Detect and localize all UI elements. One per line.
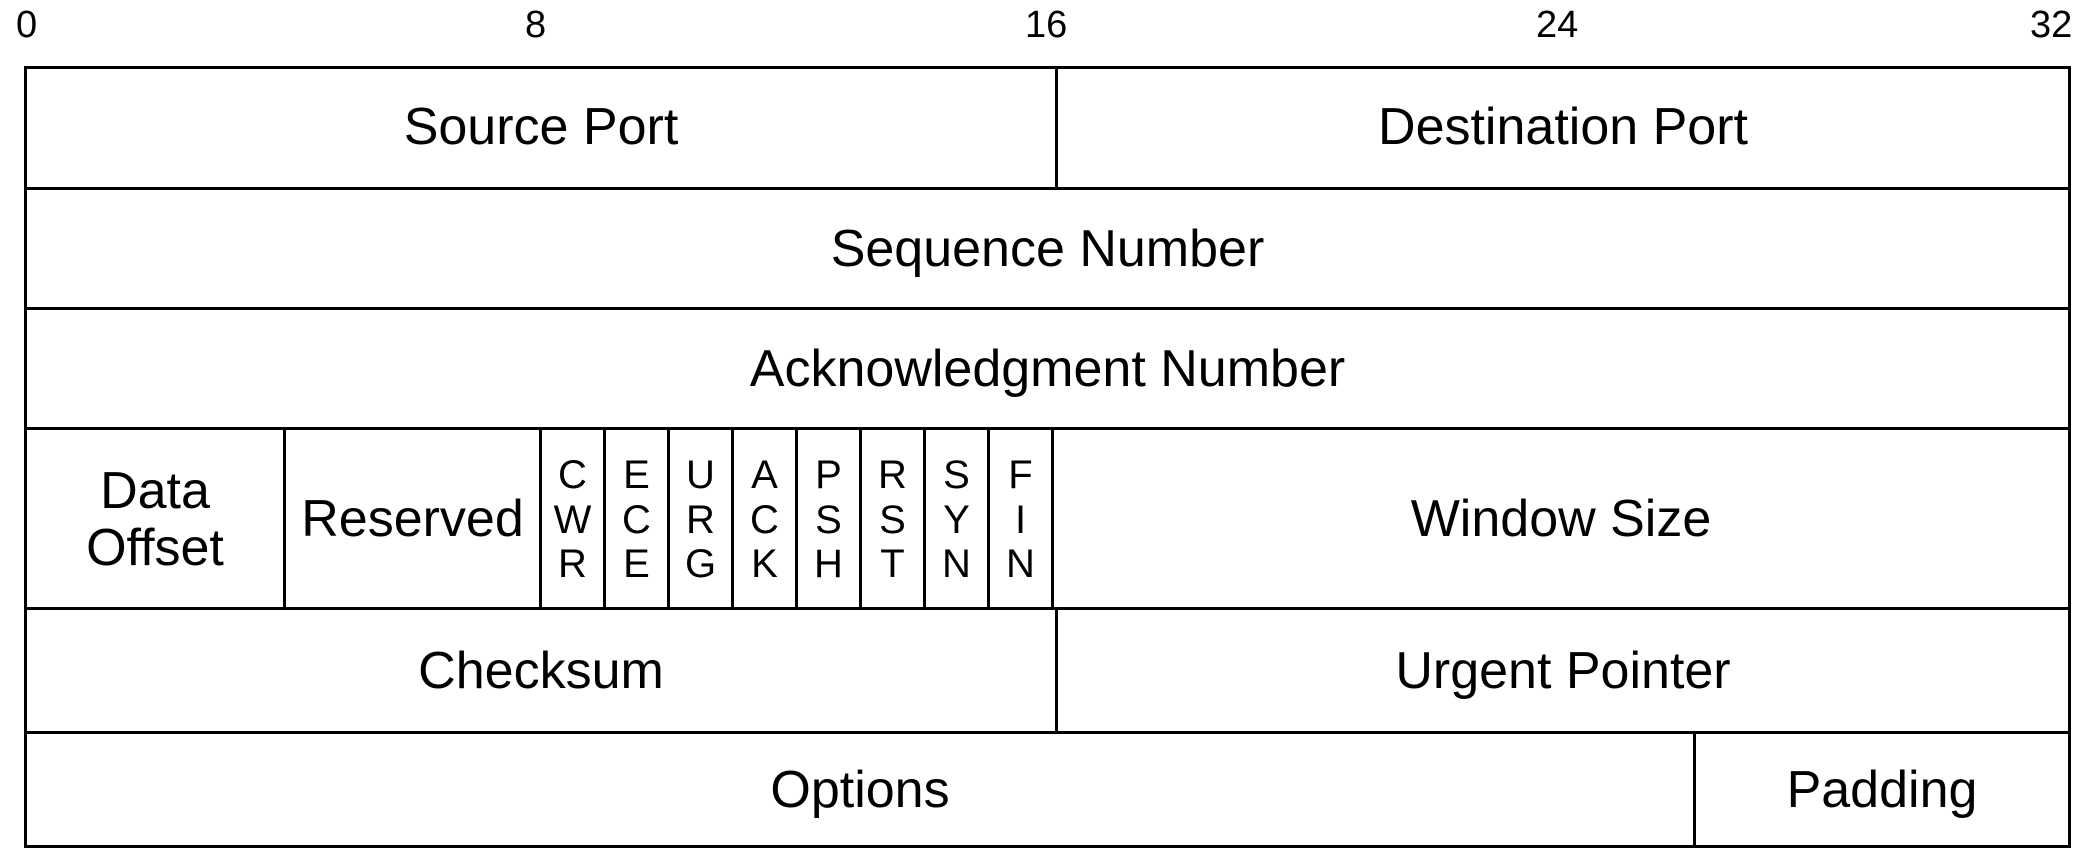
flag-cwr: C W R [539,430,603,610]
flag-fin: F I N [987,430,1051,610]
data-offset-field: Data Offset [27,430,283,610]
source-port-field: Source Port [403,98,679,157]
bit-label-0: 0 [16,4,38,46]
flag-letter: C [622,497,651,542]
flag-letter: A [751,452,778,497]
flag-letter: R [878,452,907,497]
sequence-number-field: Sequence Number [830,220,1265,279]
flag-letter: N [942,542,971,587]
row-sequence: Sequence Number [27,187,2068,310]
bit-label-32: 32 [2030,4,2073,46]
flag-letter: U [686,452,715,497]
bit-label-16: 16 [1025,4,1068,46]
flag-letter: N [1006,542,1035,587]
flag-letter: K [751,542,778,587]
flag-letter: S [815,497,842,542]
tcp-header-diagram: Source Port Destination Port Sequence Nu… [24,66,2071,848]
flag-letter: R [558,542,587,587]
options-field: Options [770,761,950,820]
flag-syn: S Y N [923,430,987,610]
flag-letter: C [558,452,587,497]
flag-letter: F [1008,452,1033,497]
flag-letter: C [750,497,779,542]
flag-letter: T [880,542,905,587]
row-ports: Source Port Destination Port [27,69,2068,187]
bit-label-8: 8 [525,4,547,46]
padding-field: Padding [1693,734,2068,848]
data-offset-line-2: Offset [86,519,224,577]
flag-letter: S [879,497,906,542]
data-offset-line-1: Data [100,461,210,520]
row-offset-flags-window: Data Offset Reserved C W R E C E U R G A… [27,427,2068,610]
flag-psh: P S H [795,430,859,610]
flag-letter: P [815,452,842,497]
flag-letter: H [814,542,843,587]
reserved-field: Reserved [283,430,539,610]
flag-letter: W [553,497,592,542]
row-acknowledgment: Acknowledgment Number [27,307,2068,430]
flag-letter: E [623,542,650,587]
flag-letter: R [686,497,715,542]
destination-port-field: Destination Port [1055,69,2068,187]
row-checksum-urgent: Checksum Urgent Pointer [27,607,2068,734]
flag-ack: A C K [731,430,795,610]
flag-letter: Y [943,497,970,542]
bit-label-24: 24 [1536,4,1579,46]
flag-letter: G [684,542,717,587]
row-options-padding: Options Padding [27,731,2068,848]
flag-letter: E [623,452,650,497]
flag-letter: I [1014,497,1027,542]
acknowledgment-number-field: Acknowledgment Number [749,340,1346,399]
flag-letter: S [943,452,970,497]
checksum-field: Checksum [418,642,664,701]
flag-urg: U R G [667,430,731,610]
flag-rst: R S T [859,430,923,610]
urgent-pointer-field: Urgent Pointer [1055,610,2068,734]
flag-ece: E C E [603,430,667,610]
window-size-field: Window Size [1051,430,2068,610]
